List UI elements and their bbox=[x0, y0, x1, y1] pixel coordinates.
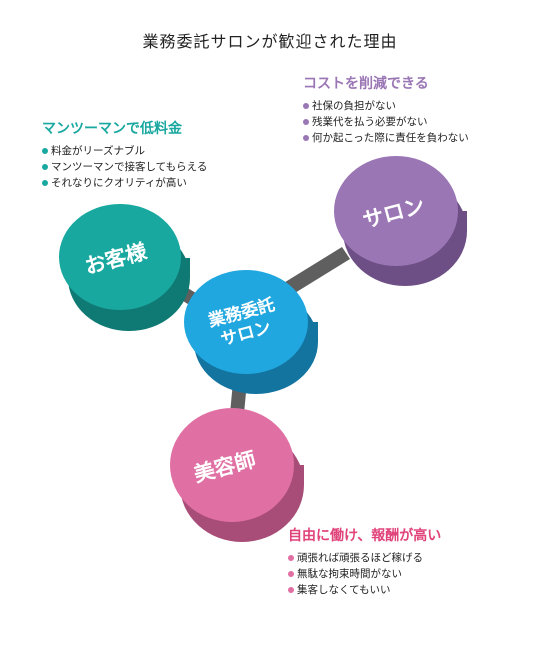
stylist-node: 美容師 bbox=[170, 408, 304, 542]
salon-benefit-item: 残業代を払う必要がない bbox=[303, 114, 469, 130]
customer-benefits: マンツーマンで低料金 料金がリーズナブル マンツーマンで接客してもらえる それな… bbox=[42, 118, 207, 191]
connector-salon bbox=[282, 247, 350, 296]
stylist-benefits-heading: 自由に働け、報酬が高い bbox=[288, 528, 442, 544]
salon-benefit-item: 社保の負担がない bbox=[303, 98, 469, 114]
customer-disc-top bbox=[59, 204, 181, 310]
center-disc-top bbox=[184, 270, 308, 374]
center-node: 業務委託 サロン bbox=[184, 270, 318, 394]
customer-benefit-item: マンツーマンで接客してもらえる bbox=[42, 159, 207, 175]
bullet-dot bbox=[42, 180, 48, 186]
stylist-benefits: 自由に働け、報酬が高い 頑張れば頑張るほど稼げる 無駄な拘束時間がない 集客しな… bbox=[288, 525, 441, 598]
stylist-disc-top bbox=[170, 408, 294, 522]
customer-benefit-item: 料金がリーズナブル bbox=[42, 143, 207, 159]
bullet-dot bbox=[288, 587, 294, 593]
page-title: 業務委託サロンが歓迎された理由 bbox=[142, 32, 398, 51]
stylist-benefit-item: 頑張れば頑張るほど稼げる bbox=[288, 550, 441, 566]
bullet-dot bbox=[42, 164, 48, 170]
bullet-dot bbox=[288, 555, 294, 561]
bullet-dot bbox=[42, 148, 48, 154]
salon-benefits: コストを削減できる 社保の負担がない 残業代を払う必要がない 何か起こった際に責… bbox=[303, 73, 469, 146]
customer-benefit-item: それなりにクオリティが高い bbox=[42, 175, 207, 191]
customer-benefits-heading: マンツーマンで低料金 bbox=[42, 121, 182, 137]
bullet-dot bbox=[303, 135, 309, 141]
customer-node: お客様 bbox=[59, 204, 190, 331]
salon-benefits-heading: コストを削減できる bbox=[303, 76, 429, 92]
stylist-benefit-item: 集客しなくてもいい bbox=[288, 582, 441, 598]
bullet-dot bbox=[288, 571, 294, 577]
salon-disc-top bbox=[334, 156, 458, 266]
salon-benefit-item: 何か起こった際に責任を負わない bbox=[303, 130, 469, 146]
bullet-dot bbox=[303, 119, 309, 125]
bullet-dot bbox=[303, 103, 309, 109]
stylist-benefit-item: 無駄な拘束時間がない bbox=[288, 566, 441, 582]
salon-node: サロン bbox=[334, 156, 467, 286]
